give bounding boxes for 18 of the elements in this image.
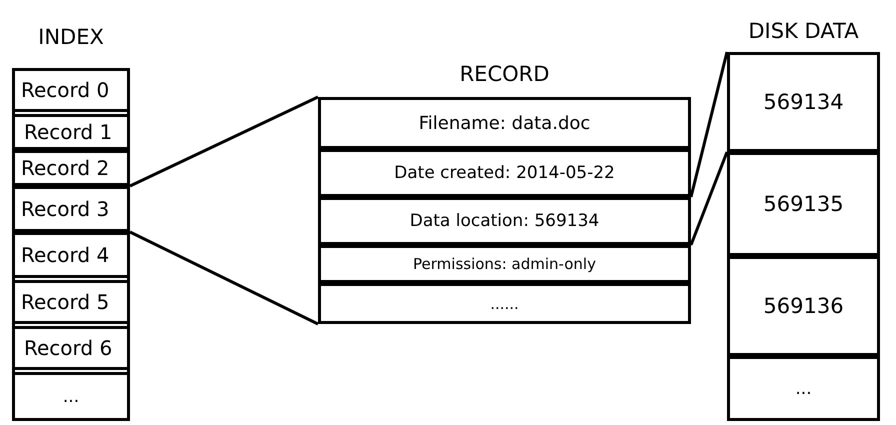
zoom-line: [690, 52, 728, 198]
zoom-line: [129, 96, 319, 188]
index-entry: Record 3: [12, 186, 130, 232]
column-heading: DISK DATA: [747, 19, 860, 43]
disk-block: 569135: [727, 152, 880, 256]
record-field: Permissions: admin-only: [318, 245, 691, 283]
index-entry: Record 1: [12, 114, 130, 150]
index-entry: Record 2: [12, 150, 130, 186]
zoom-line: [129, 230, 319, 326]
record-field: Date created: 2014-05-22: [318, 149, 691, 197]
index-entry: Record 5: [12, 280, 130, 324]
record-field: Data location: 569134: [318, 197, 691, 245]
index-entry: Record 4: [12, 232, 130, 278]
index-entry: Record 6: [12, 326, 130, 370]
disk-block: 569136: [727, 256, 880, 356]
column-heading: RECORD: [458, 62, 550, 86]
column-heading: INDEX: [37, 25, 105, 49]
zoom-line: [690, 151, 728, 246]
